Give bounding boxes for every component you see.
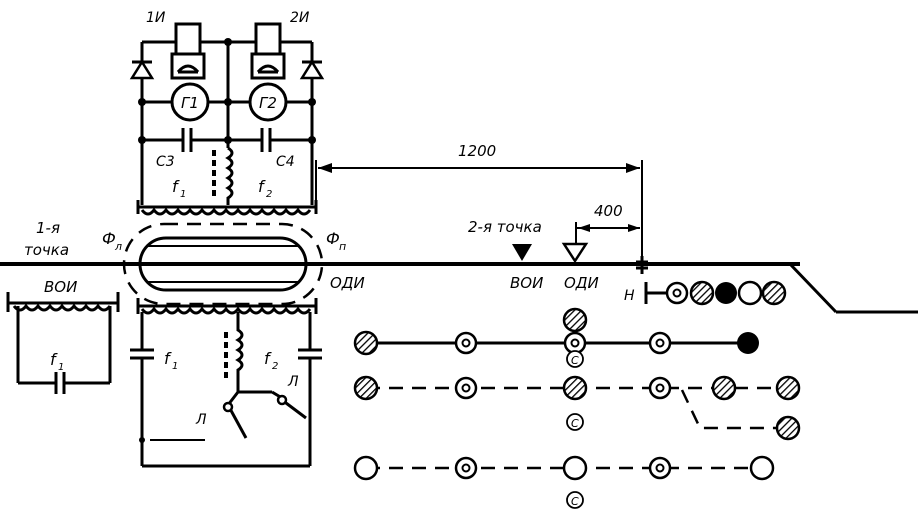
label-2i: 2И — [290, 10, 310, 26]
label-l-right: Л — [287, 374, 299, 390]
diode-right-icon — [299, 59, 325, 80]
label-c4: С4 — [276, 154, 295, 170]
label-f1-left-sub: 1 — [58, 362, 64, 373]
c-marker-3: С — [566, 491, 584, 509]
label-point1-a: 1-я — [36, 219, 60, 237]
indication-row-3 — [353, 455, 775, 481]
generator-g1-icon — [170, 82, 210, 122]
label-f2-bottom-sub: 2 — [272, 361, 278, 372]
branch-line — [788, 262, 838, 314]
indication-row-1 — [353, 330, 759, 356]
label-1i: 1И — [146, 10, 166, 26]
svg-text:С: С — [571, 354, 579, 367]
label-dim-1200: 1200 — [458, 142, 496, 160]
standalone-hatched-lamp — [562, 307, 588, 333]
label-point2: 2-я точка — [468, 218, 542, 236]
inductor-top-icon — [212, 146, 234, 205]
signal-head — [644, 280, 787, 306]
dimension-lines: 1200 400 — [315, 142, 643, 272]
c-marker-1: С — [566, 350, 584, 368]
label-phi-p: Ф — [326, 229, 340, 248]
bottom-circuit: f 1 f 2 Л Л — [130, 298, 322, 468]
label-voi-left: ВОИ — [44, 278, 77, 296]
label-n: Н — [624, 288, 635, 304]
svg-text:С: С — [571, 495, 579, 508]
label-point1-b: точка — [24, 241, 69, 259]
label-l-bottom: Л — [195, 412, 207, 428]
label-f2-top-sub: 2 — [266, 189, 272, 200]
label-f1-bottom-sub: 1 — [172, 361, 178, 372]
label-f1-top: f — [172, 177, 180, 196]
label-dim-400: 400 — [594, 202, 623, 220]
indicator-2-icon — [250, 22, 286, 80]
label-odi-mid: ОДИ — [564, 274, 599, 292]
label-phi-p-sub: п — [339, 240, 346, 253]
voi-left-block: ВОИ f 1 — [6, 278, 120, 394]
indicator-1-icon — [170, 22, 206, 80]
label-g1: Г1 — [181, 94, 199, 112]
label-c3: С3 — [156, 154, 175, 170]
label-f2-top: f — [258, 177, 266, 196]
label-f1-left: f — [50, 350, 58, 369]
voi-marker-icon — [512, 244, 532, 261]
label-voi-mid: ВОИ — [510, 274, 543, 292]
c-marker-2: С — [566, 413, 584, 431]
generator-circuit: 1И 2И Г1 Г2 С3 С4 f 1 f 2 — [129, 10, 325, 216]
indication-row-2 — [353, 375, 801, 441]
label-phi-l-sub: л — [114, 240, 122, 253]
bottom-winding-icon — [140, 306, 312, 315]
label-f1-top-sub: 1 — [180, 189, 186, 200]
svg-text:С: С — [571, 417, 579, 430]
label-g2: Г2 — [259, 94, 277, 112]
label-f2-bottom: f — [264, 349, 272, 368]
field-loops — [122, 222, 324, 306]
odi-marker-icon — [561, 242, 589, 264]
label-phi-l: Ф — [102, 229, 116, 248]
top-winding-icon — [140, 207, 312, 216]
generator-g2-icon — [248, 82, 288, 122]
diode-left-icon — [129, 59, 155, 80]
label-f1-bottom: f — [164, 349, 172, 368]
label-odi-center: ОДИ — [330, 274, 365, 292]
